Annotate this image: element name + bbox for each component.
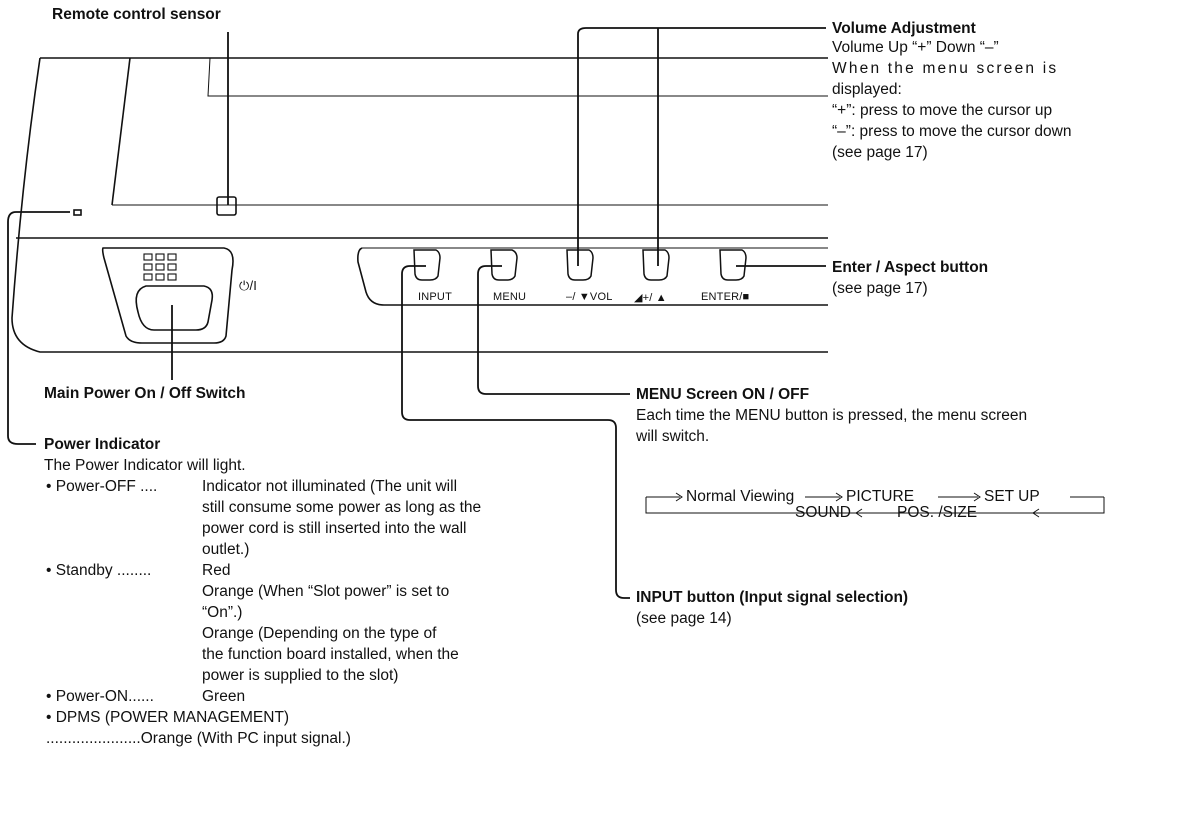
power-indicator-intro: The Power Indicator will light. bbox=[44, 457, 246, 474]
cycle-pos-size: POS. /SIZE bbox=[897, 504, 978, 521]
vol-minus-button-label: –/ ▼VOL bbox=[566, 291, 613, 303]
remote-sensor-title: Remote control sensor bbox=[52, 6, 221, 23]
standby-key: • Standby ........ bbox=[46, 562, 152, 579]
power-indicator-title: Power Indicator bbox=[44, 436, 161, 453]
menu-button-label: MENU bbox=[493, 291, 527, 303]
dpms-value: ......................Orange (With PC in… bbox=[46, 730, 351, 747]
vol-plus-button-label: ◢+/ ▲ bbox=[634, 292, 667, 304]
standby-line-6: power is supplied to the slot) bbox=[202, 667, 399, 684]
power-off-line-3: power cord is still inserted into the wa… bbox=[202, 520, 467, 537]
power-on-value: Green bbox=[202, 688, 246, 705]
enter-button-label: ENTER/■ bbox=[701, 291, 750, 303]
volume-line-6: (see page 17) bbox=[832, 144, 928, 161]
menu-line-1: Each time the MENU button is pressed, th… bbox=[636, 407, 1028, 424]
main-power-title: Main Power On / Off Switch bbox=[44, 385, 246, 402]
volume-line-3: displayed: bbox=[832, 81, 902, 98]
power-off-line-2: still consume some power as long as the bbox=[202, 499, 482, 516]
cycle-sound: SOUND bbox=[795, 504, 851, 521]
power-off-key: • Power-OFF .... bbox=[46, 478, 158, 495]
menu-line-2: will switch. bbox=[636, 428, 710, 445]
input-button-label: INPUT bbox=[418, 291, 452, 303]
volume-line-4: “+”: press to move the cursor up bbox=[832, 102, 1053, 119]
volume-line-2: When the menu screen is bbox=[832, 60, 1059, 77]
power-symbol-label: ⏻/I bbox=[239, 278, 258, 293]
standby-line-3: “On”.) bbox=[202, 604, 243, 621]
dpms-key: • DPMS (POWER MANAGEMENT) bbox=[46, 709, 290, 726]
cycle-picture: PICTURE bbox=[846, 488, 915, 505]
input-note: (see page 14) bbox=[636, 610, 732, 627]
volume-line-1: Volume Up “+” Down “–” bbox=[832, 39, 999, 56]
input-title: INPUT button (Input signal selection) bbox=[636, 589, 909, 606]
enter-note: (see page 17) bbox=[832, 280, 928, 297]
cycle-normal-viewing: Normal Viewing bbox=[686, 488, 795, 505]
power-off-line-4: outlet.) bbox=[202, 541, 250, 558]
volume-title: Volume Adjustment bbox=[832, 20, 976, 37]
volume-line-5: “–”: press to move the cursor down bbox=[832, 123, 1072, 140]
menu-title: MENU Screen ON / OFF bbox=[636, 386, 810, 403]
standby-line-4: Orange (Depending on the type of bbox=[202, 625, 437, 642]
standby-line-2: Orange (When “Slot power” is set to bbox=[202, 583, 450, 600]
standby-line-5: the function board installed, when the bbox=[202, 646, 459, 663]
cycle-setup: SET UP bbox=[984, 488, 1040, 505]
standby-line-1: Red bbox=[202, 562, 231, 579]
power-off-line-1: Indicator not illuminated (The unit will bbox=[202, 478, 458, 495]
power-on-key: • Power-ON...... bbox=[46, 688, 154, 705]
enter-title: Enter / Aspect button bbox=[832, 259, 989, 276]
